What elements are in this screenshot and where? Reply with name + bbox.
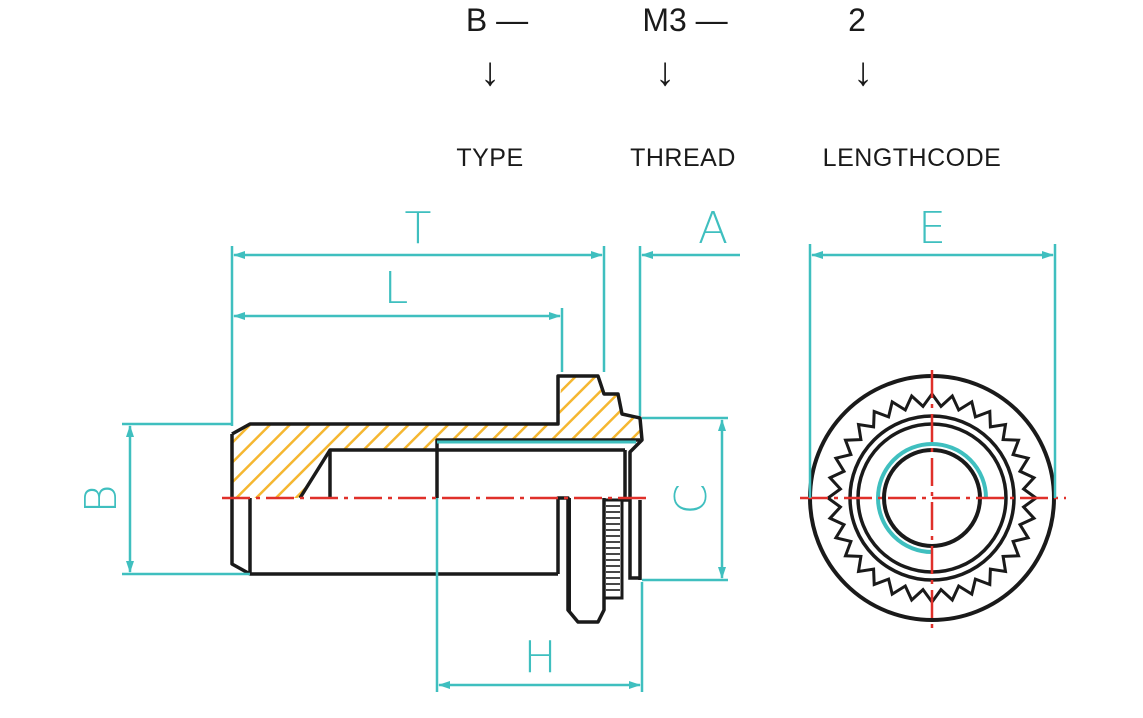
label-l: L xyxy=(384,263,409,314)
thread-arc xyxy=(876,442,988,554)
knurl-head xyxy=(556,496,606,624)
type-code: B — xyxy=(465,2,529,38)
thread-arrow-icon: ↓ xyxy=(655,50,675,94)
dimension-e xyxy=(808,244,1057,498)
thread-caption: THREAD xyxy=(630,144,736,172)
label-e: E xyxy=(918,203,946,254)
length-code: 2 xyxy=(848,2,866,38)
thread-code: M3 — xyxy=(642,2,728,38)
knurl-band xyxy=(602,498,624,600)
label-c: C xyxy=(666,484,717,515)
side-view xyxy=(222,374,652,624)
dimensions-side xyxy=(122,246,740,692)
length-caption: LENGTHCODE xyxy=(822,144,1002,172)
type-arrow-icon: ↓ xyxy=(480,50,500,94)
label-h: H xyxy=(523,632,556,683)
length-arrow-icon: ↓ xyxy=(853,50,873,94)
type-caption: TYPE xyxy=(456,144,524,172)
knurl-teeth xyxy=(606,505,620,591)
label-b: B xyxy=(76,485,127,514)
section-hatch xyxy=(232,376,640,498)
pilot-lower xyxy=(622,498,640,580)
label-a: A xyxy=(698,203,728,254)
label-t: T xyxy=(405,203,432,254)
body-outline xyxy=(231,374,644,498)
end-view xyxy=(800,370,1066,630)
